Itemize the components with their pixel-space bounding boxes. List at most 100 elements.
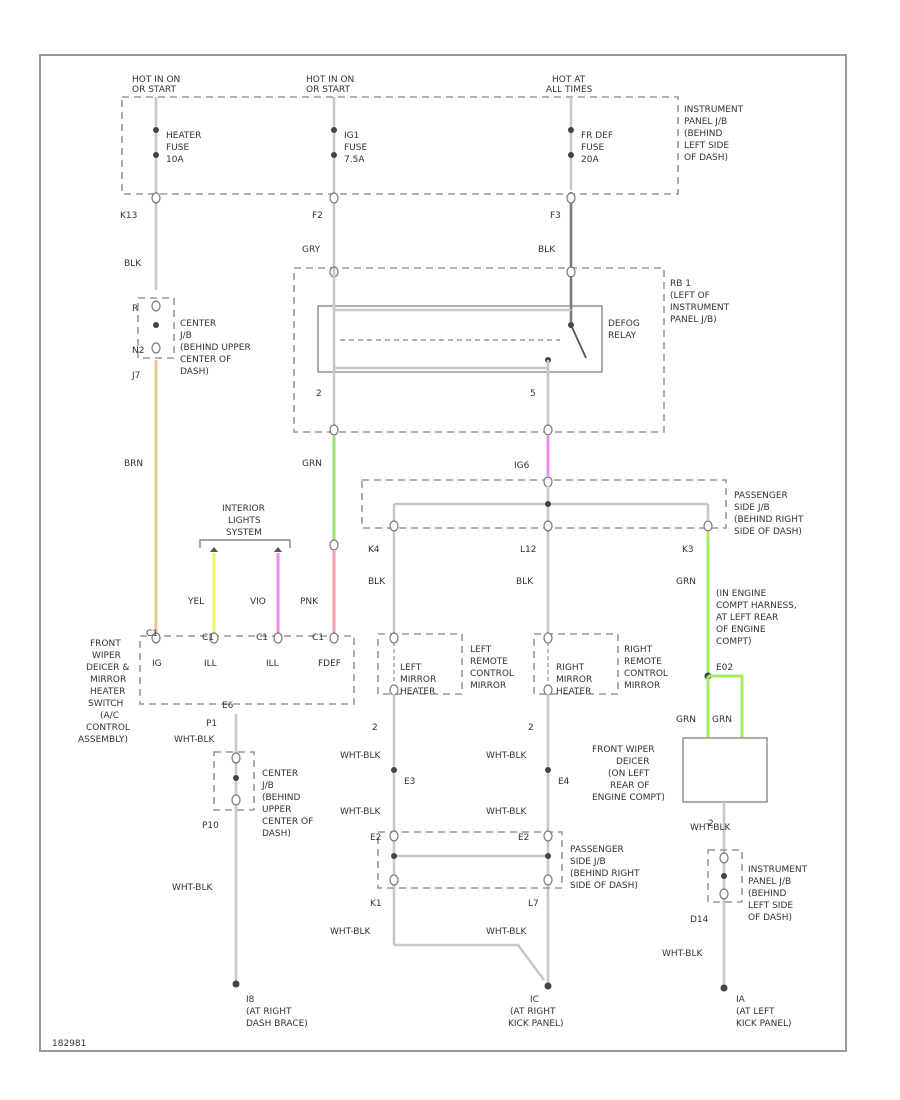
right-remote-line3: CONTROL bbox=[624, 669, 668, 679]
conn-e2b: E2 bbox=[518, 833, 529, 843]
wire-grn-b bbox=[708, 674, 744, 738]
left-mirror-line2: MIRROR bbox=[400, 675, 436, 685]
wire-label-grn-b: GRN bbox=[712, 715, 732, 725]
relay-contact-1 bbox=[568, 322, 574, 328]
conn-c1-a: C1 bbox=[146, 629, 158, 639]
terminal-rb1-out-right bbox=[543, 424, 553, 436]
terminal-ip-jb-bottom-top bbox=[719, 852, 729, 864]
conn-l12: L12 bbox=[520, 545, 536, 555]
conn-r-upper: R bbox=[132, 304, 138, 314]
wire-label-wb2: WHT-BLK bbox=[172, 883, 213, 893]
ip-jb-top-line2: PANEL J/B bbox=[684, 117, 727, 127]
switch-pin-ill-1: ILL bbox=[204, 659, 217, 669]
switch-label-line3: DEICER & bbox=[86, 663, 129, 673]
power-label-1-line1: HOT IN ON bbox=[132, 75, 180, 85]
ground-ic-line1: IC bbox=[530, 995, 539, 1005]
pjb2-dot-left bbox=[391, 853, 397, 859]
heater-fuse-symbol bbox=[153, 127, 159, 158]
interior-lights-arrow-2 bbox=[274, 547, 282, 552]
ip-jb-bottom-line3: (BEHIND bbox=[748, 889, 787, 899]
conn-k3: K3 bbox=[682, 545, 694, 555]
ground-ic-line3: KICK PANEL) bbox=[508, 1019, 564, 1029]
fuse-2-line3: 7.5A bbox=[344, 155, 365, 165]
switch-pin-ig: IG bbox=[152, 659, 162, 669]
terminal-r-upper bbox=[151, 300, 161, 312]
right-mirror-line1: RIGHT bbox=[556, 663, 585, 673]
ip-jb-bottom-line4: LEFT SIDE bbox=[748, 901, 793, 911]
left-mirror-box bbox=[377, 633, 463, 695]
passenger-jb-2-box bbox=[377, 831, 563, 889]
conn-pin2b: 2 bbox=[372, 723, 378, 733]
rb1-line2: (LEFT OF bbox=[670, 291, 710, 301]
frdef-fuse-symbol bbox=[568, 127, 574, 158]
passenger-jb-2-line2: SIDE J/B bbox=[570, 857, 606, 867]
terminal-left-mirror-top bbox=[389, 632, 399, 644]
ig1-fuse-symbol bbox=[331, 127, 337, 158]
conn-c1-c: C1 bbox=[256, 633, 268, 643]
engine-harness-line5: COMPT) bbox=[716, 637, 752, 647]
wiper-deicer-line2: DEICER bbox=[616, 757, 650, 767]
front-wiper-deicer-box bbox=[682, 737, 768, 803]
switch-label-line8: CONTROL bbox=[86, 723, 130, 733]
center-jb-2-dot bbox=[233, 775, 239, 781]
terminal-k4 bbox=[389, 520, 399, 532]
wire-label-blk3: BLK bbox=[538, 245, 556, 255]
wire-label-wb7: WHT-BLK bbox=[330, 927, 371, 937]
conn-pin2: 2 bbox=[316, 389, 322, 399]
ip-jb-bottom-line5: OF DASH) bbox=[748, 913, 792, 923]
ip-jb-top-line1: INSTRUMENT bbox=[684, 105, 744, 115]
terminal-left-mirror-bottom bbox=[389, 684, 399, 696]
terminal-cjb2-top bbox=[231, 752, 241, 764]
conn-l7: L7 bbox=[528, 899, 539, 909]
conn-p10: P10 bbox=[202, 821, 219, 831]
ip-jb-top-line3: (BEHIND bbox=[684, 129, 723, 139]
wire-label-gry: GRY bbox=[302, 245, 321, 255]
power-label-2-line2: OR START bbox=[306, 85, 350, 95]
pjb-bus-dot bbox=[545, 501, 551, 507]
ground-ia-line1: IA bbox=[736, 995, 746, 1005]
interior-lights-arrow-1 bbox=[210, 547, 218, 552]
left-remote-line4: MIRROR bbox=[470, 681, 506, 691]
ip-jb-bottom-dot bbox=[721, 873, 727, 879]
engine-harness-line1: (IN ENGINE bbox=[716, 589, 767, 599]
wire-label-wb10: WHT-BLK bbox=[662, 949, 703, 959]
center-jb-1-line1: CENTER bbox=[180, 319, 216, 329]
conn-j7: J7 bbox=[131, 371, 140, 381]
terminal-right-mirror-bottom bbox=[543, 684, 553, 696]
ip-jb-top-line4: LEFT SIDE bbox=[684, 141, 729, 151]
passenger-jb-2-line1: PASSENGER bbox=[570, 845, 624, 855]
terminal-ip-jb-bottom-bottom bbox=[719, 888, 729, 900]
switch-label-line2: WIPER bbox=[92, 651, 121, 661]
conn-e02: E02 bbox=[716, 663, 733, 673]
fuse-2-line2: FUSE bbox=[344, 143, 367, 153]
switch-label-line4: MIRROR bbox=[90, 675, 126, 685]
passenger-jb-1-line4: SIDE OF DASH) bbox=[734, 527, 802, 537]
fuse-3-line2: FUSE bbox=[581, 143, 604, 153]
switch-label-line9: ASSEMBLY) bbox=[78, 735, 128, 745]
engine-harness-line4: OF ENGINE bbox=[716, 625, 766, 635]
terminal-pjb2-right-top bbox=[543, 830, 553, 842]
switch-pin-ill-2: ILL bbox=[266, 659, 279, 669]
conn-pin2c: 2 bbox=[528, 723, 534, 733]
terminal-k3 bbox=[703, 520, 713, 532]
right-mirror-box bbox=[533, 633, 619, 695]
interior-lights-line1: INTERIOR bbox=[222, 504, 265, 514]
terminal-cjb2-bottom bbox=[231, 794, 241, 806]
instrument-panel-jb-top-box bbox=[121, 96, 679, 195]
power-label-3-line1: HOT AT bbox=[552, 75, 586, 85]
ground-ic-line2: (AT RIGHT bbox=[510, 1007, 556, 1017]
conn-c1-d: C1 bbox=[312, 633, 324, 643]
wiper-deicer-line4: REAR OF bbox=[610, 781, 649, 791]
fuse-1-line1: HEATER bbox=[166, 131, 201, 141]
terminal-f3 bbox=[566, 192, 576, 204]
engine-harness-line3: AT LEFT REAR bbox=[716, 613, 778, 623]
wire-label-wb5: WHT-BLK bbox=[340, 807, 381, 817]
center-jb-1-line2: J/B bbox=[179, 331, 192, 341]
terminal-pjb-in bbox=[543, 476, 553, 488]
left-remote-line1: LEFT bbox=[470, 645, 492, 655]
terminal-k13 bbox=[151, 192, 161, 204]
wire-label-vio: VIO bbox=[250, 597, 266, 607]
ground-ia-dot bbox=[720, 984, 728, 992]
center-jb-2-line1: CENTER bbox=[262, 769, 298, 779]
